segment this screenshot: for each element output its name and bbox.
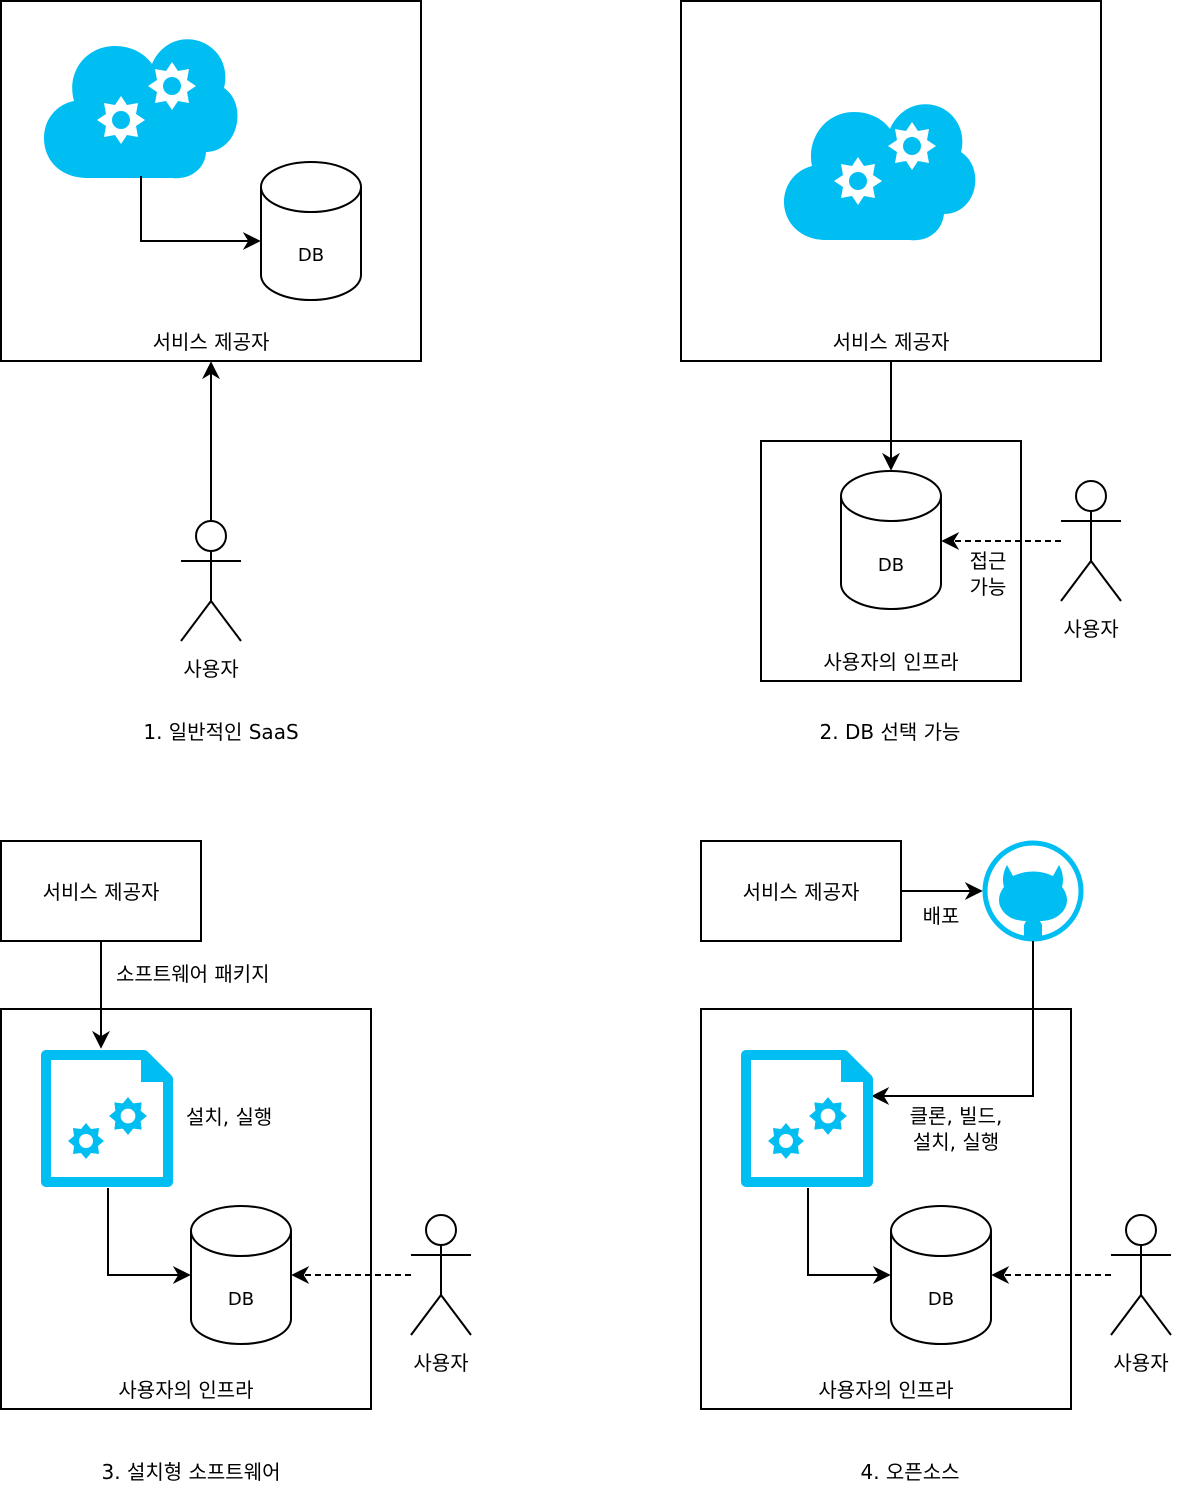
panel-caption: 4. 오픈소스 [860, 1460, 960, 1484]
panel-2 [680, 0, 1122, 682]
clone-label-line-2: 설치, 실행 [912, 1130, 1000, 1154]
db-label: DB [227, 1289, 255, 1310]
provider-label: 서비스 제공자 [152, 330, 270, 354]
github-icon [982, 840, 1084, 942]
panel-3 [0, 840, 472, 1410]
user-icon [410, 1214, 472, 1336]
cloud-to-db-arrow [140, 176, 261, 250]
clone-label-line-1: 클론, 빌드, [909, 1104, 1003, 1128]
provider-label: 서비스 제공자 [832, 330, 950, 354]
package-to-db-arrow [107, 1188, 191, 1284]
clone-arrow [871, 941, 1034, 1105]
panel-4 [700, 840, 1172, 1410]
provider-box [0, 840, 202, 942]
database-icon [190, 1205, 292, 1345]
db-label: DB [297, 245, 325, 266]
panel-caption: 2. DB 선택 가능 [819, 720, 961, 744]
user-label: 사용자 [413, 1351, 469, 1375]
software-package-icon [41, 1050, 173, 1187]
access-label: 접근 가능 [952, 548, 1024, 600]
cloud-gears-icon [44, 39, 238, 179]
user-icon [1060, 480, 1122, 602]
user-label: 사용자 [183, 657, 239, 681]
install-label: 설치, 실행 [186, 1105, 273, 1129]
panel-caption: 3. 설치형 소프트웨어 [101, 1460, 281, 1484]
panel-caption: 1. 일반적인 SaaS [143, 720, 299, 744]
package-label: 소프트웨어 패키지 [116, 962, 270, 986]
user-icon [1110, 1214, 1172, 1336]
user-label: 사용자 [1113, 1351, 1169, 1375]
panel-1 [0, 0, 422, 642]
user-icon [180, 520, 242, 642]
clone-label: 클론, 빌드, 설치, 실행 [886, 1103, 1026, 1155]
deploy-label: 배포 [922, 904, 960, 928]
access-label-line-1: 접근 [969, 549, 1007, 573]
database-icon [840, 470, 942, 610]
user-label: 사용자 [1063, 617, 1119, 641]
infra-label: 사용자의 인프라 [818, 1378, 954, 1402]
package-to-db-arrow [807, 1188, 891, 1284]
db-label: DB [877, 555, 905, 576]
infra-label: 사용자의 인프라 [823, 650, 959, 674]
software-package-icon [741, 1050, 873, 1187]
cloud-gears-icon [784, 104, 976, 241]
provider-label: 서비스 제공자 [42, 880, 160, 904]
db-label: DB [927, 1289, 955, 1310]
database-icon [260, 161, 362, 301]
infra-label: 사용자의 인프라 [118, 1378, 254, 1402]
provider-label: 서비스 제공자 [742, 880, 860, 904]
database-icon [890, 1205, 992, 1345]
access-label-line-2: 가능 [969, 575, 1007, 599]
